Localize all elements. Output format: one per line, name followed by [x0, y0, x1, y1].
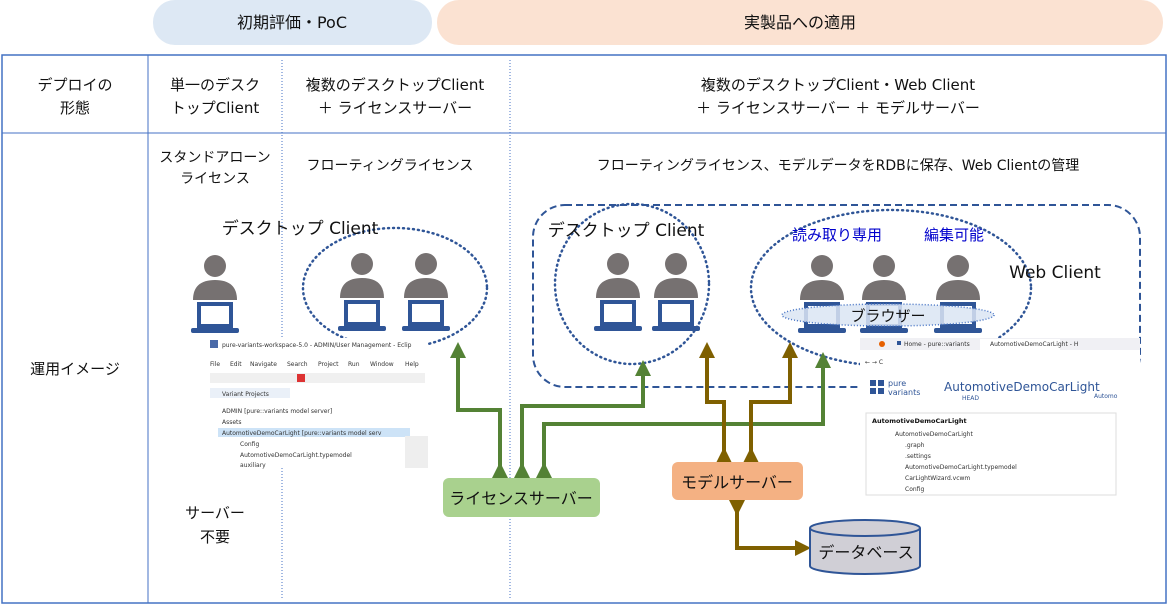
col1-deploy: 単一のデスクトップClient	[170, 76, 260, 117]
desktop-client-label: デスクトップ Client	[222, 218, 379, 239]
person-icon	[400, 251, 452, 333]
svg-text:ADMIN [pure::variants model se: ADMIN [pure::variants model server]	[222, 408, 332, 415]
svg-text:AutomotiveDemoCarLight: AutomotiveDemoCarLight	[895, 431, 973, 438]
svg-text:AutomotiveDemoCarLight.typemod: AutomotiveDemoCarLight.typemodel	[905, 464, 1017, 471]
desktop-client-group	[301, 226, 489, 350]
col2-deploy: 複数のデスクトップClient＋ ライセンスサーバー	[306, 76, 485, 117]
web-client-screenshot: Home - pure::variants AutomotiveDemoCarL…	[860, 338, 1140, 496]
svg-text:HEAD: HEAD	[962, 395, 979, 402]
web-client-label: Web Client	[1009, 263, 1101, 283]
svg-text:pure: pure	[888, 379, 906, 388]
phase-product-label: 実製品への適用	[744, 13, 856, 32]
phase-poc-band	[153, 0, 432, 45]
svg-text:pure-variants-workspace-5.0 -: pure-variants-workspace-5.0 - ADMIN/User…	[222, 342, 412, 349]
svg-text:Config: Config	[905, 486, 924, 493]
database-label: データベース	[818, 543, 913, 562]
col1-operation: スタンドアローンライセンス	[159, 150, 270, 187]
row-deploy-label: デプロイの形態	[37, 76, 112, 117]
svg-text:AutomotiveDemoCarLight - H: AutomotiveDemoCarLight - H	[990, 341, 1078, 348]
model-arrows	[699, 342, 811, 556]
browser-label: ブラウザー	[850, 307, 925, 325]
browser-ellipse	[781, 303, 995, 327]
svg-text:Assets: Assets	[222, 419, 242, 426]
svg-text:← → C: ← → C	[865, 359, 883, 366]
database-icon	[809, 519, 921, 575]
eclipse-screenshot: pure-variants-workspace-5.0 - ADMIN/User…	[205, 338, 428, 469]
col3-operation: フローティングライセンス、モデルデータをRDBに保存、Web Clientの管理	[597, 157, 1080, 174]
read-only-label: 読み取り専用	[792, 226, 882, 244]
svg-text:AutomotiveDemoCarLight [pure::: AutomotiveDemoCarLight [pure::variants m…	[222, 430, 382, 437]
model-server-box	[672, 462, 803, 500]
svg-text:Variant Projects: Variant Projects	[222, 391, 269, 398]
svg-text:Automo: Automo	[1094, 393, 1118, 400]
svg-text:CarLightWizard.vcwm: CarLightWizard.vcwm	[905, 475, 970, 482]
svg-text:AutomotiveDemoCarLight: AutomotiveDemoCarLight	[944, 380, 1100, 394]
person-icon	[650, 251, 702, 333]
editable-label: 編集可能	[924, 226, 984, 244]
no-server-note: サーバー不要	[185, 504, 245, 546]
person-icon	[189, 253, 241, 335]
svg-text:auxiliary: auxiliary	[240, 462, 266, 469]
desktop-client-label: デスクトップ Client	[548, 220, 705, 241]
col2-operation: フローティングライセンス	[307, 158, 474, 174]
col3-deploy: 複数のデスクトップClient・Web Client＋ ライセンスサーバー ＋ …	[696, 76, 980, 117]
model-server-label: モデルサーバー	[681, 473, 793, 492]
svg-text:Home - pure::variants: Home - pure::variants	[904, 341, 970, 348]
svg-text:variants: variants	[888, 388, 920, 397]
license-server-label: ライセンスサーバー	[449, 489, 593, 508]
svg-text:AutomotiveDemoCarLight: AutomotiveDemoCarLight	[872, 417, 967, 425]
svg-text:.settings: .settings	[905, 453, 931, 460]
svg-text:.graph: .graph	[905, 442, 925, 449]
license-server-box	[443, 478, 600, 517]
svg-text:AutomotiveDemoCarLight.typemod: AutomotiveDemoCarLight.typemodel	[240, 452, 352, 459]
svg-text:Config: Config	[240, 441, 259, 448]
desktop-client-group	[553, 202, 711, 366]
license-arrows	[450, 342, 831, 478]
row-operation-label: 運用イメージ	[30, 360, 120, 378]
person-icon	[336, 251, 388, 333]
table-frame	[1, 54, 1167, 604]
web-deployment-group	[532, 204, 1141, 388]
phase-product-band	[437, 0, 1163, 45]
phase-poc-label: 初期評価・PoC	[237, 13, 347, 32]
person-icon	[592, 251, 644, 333]
